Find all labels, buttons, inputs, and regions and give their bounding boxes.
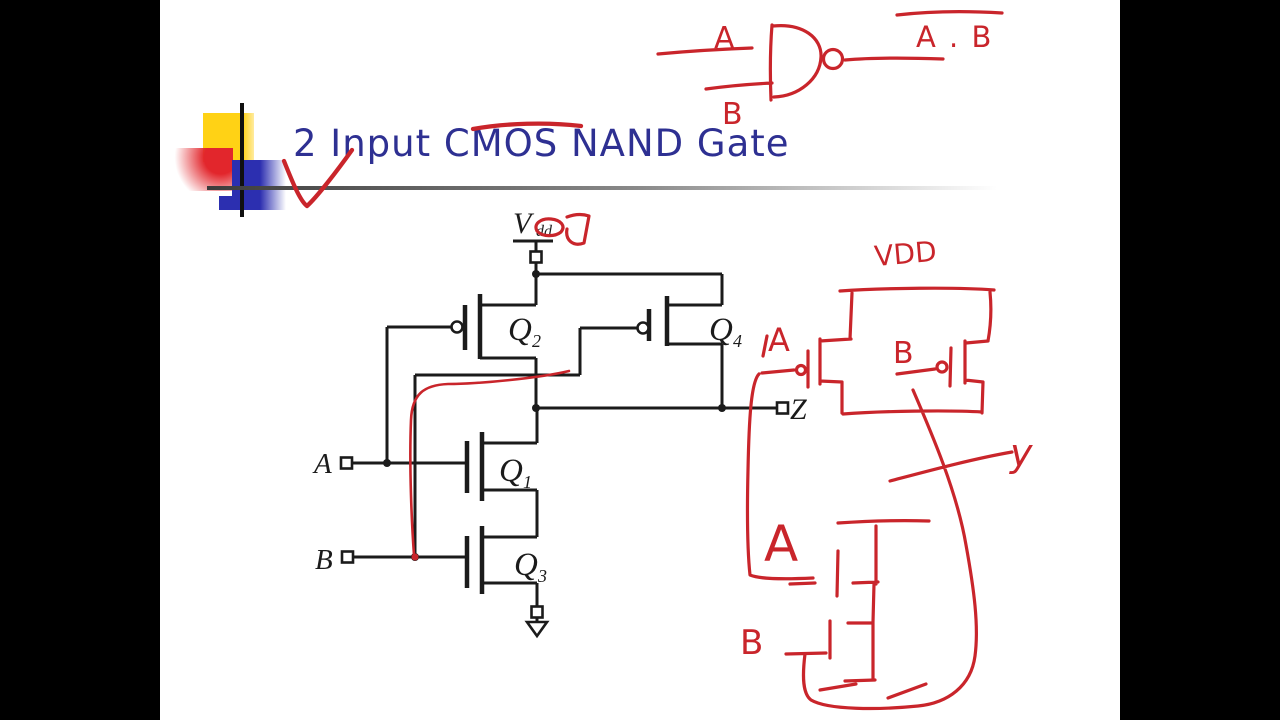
- sketch-output-y-label: y: [1009, 431, 1033, 475]
- vdd-label: V: [513, 207, 535, 240]
- b-wire-trace-dot: [411, 553, 419, 561]
- pmos-bubble-q4: [636, 321, 650, 335]
- title-underline: [207, 186, 997, 190]
- input-b-label: B: [315, 544, 333, 576]
- slide-title: 2 Input CMOS NAND Gate: [293, 122, 790, 165]
- ground-symbol: [524, 620, 550, 639]
- output-z-terminal: [775, 401, 790, 415]
- terminal-squares: [339, 250, 790, 619]
- b-wire-trace: [409, 369, 571, 557]
- vdd-terminal: [529, 250, 543, 264]
- red-pen-annotations: [281, 10, 1014, 711]
- transistor-label-q4: Q: [709, 312, 733, 348]
- red-pen-strokes: [534, 10, 1014, 711]
- input-b-terminal: [340, 550, 355, 564]
- nand-input-a-label: A: [714, 21, 735, 56]
- sketch-pmos-a-label: A: [768, 321, 790, 359]
- decor-vertical-line: [240, 103, 244, 217]
- transistor-label-q4-sub: 4: [733, 331, 742, 351]
- transistor-label-q1-sub: 1: [523, 472, 532, 492]
- decor-blue-notch: [219, 196, 233, 210]
- transistor-label-q2: Q: [508, 312, 532, 348]
- sketch-nmos-a-label: A: [764, 515, 798, 573]
- sketch-nmos-b-label: B: [740, 623, 763, 663]
- input-a-label: A: [312, 448, 332, 480]
- nand-input-b-label: B: [722, 97, 743, 132]
- slide: [160, 0, 1120, 720]
- nand-output-label: A . B: [916, 20, 993, 54]
- nand-output-bubble: [821, 47, 845, 71]
- ground-terminal: [530, 605, 544, 619]
- title-check-and-overline: [281, 121, 584, 209]
- input-a-terminal: [339, 456, 354, 470]
- circuit-wires: [352, 239, 777, 622]
- letterbox-right: [1120, 0, 1280, 720]
- sketch-pmos-a-bubble: [794, 363, 808, 377]
- pmos-bubble-q2: [450, 320, 464, 334]
- decor-red-square: [172, 148, 233, 191]
- transistor-label-q2-sub: 2: [532, 331, 541, 351]
- letterbox-left: [0, 0, 160, 720]
- output-z-label: Z: [790, 393, 807, 426]
- transistor-label-q3: Q: [514, 547, 538, 583]
- transistor-label-q1: Q: [499, 453, 523, 489]
- sketch-pmos-b-bubble: [935, 360, 949, 374]
- sketch-vdd-label: VDD: [873, 235, 938, 273]
- sketch-pmos-b-label: B: [893, 336, 914, 371]
- junction-dots: [383, 270, 726, 561]
- transistor-label-q3-sub: 3: [537, 566, 547, 586]
- cmos-nand-schematic: [339, 239, 790, 639]
